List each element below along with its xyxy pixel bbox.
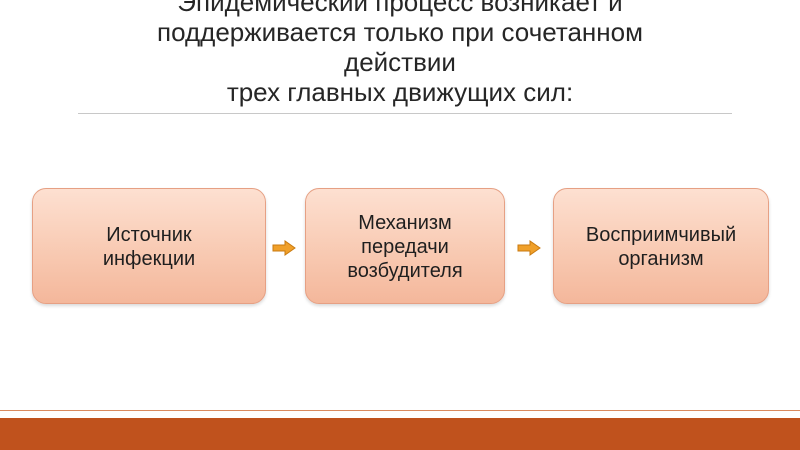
node-label: Механизм передачи возбудителя xyxy=(347,212,463,282)
title-line-1: Эпидемический процесс возникает и xyxy=(177,0,623,17)
title-line-4: трех главных движущих сил: xyxy=(226,77,574,107)
slide-title: Эпидемический процесс возникает и поддер… xyxy=(60,0,740,107)
title-divider xyxy=(78,113,732,114)
footer-bar xyxy=(0,418,800,450)
footer-line xyxy=(0,410,800,411)
node-susceptible-organism: Восприимчивый организм xyxy=(553,188,769,304)
title-line-3: действии xyxy=(344,47,456,77)
right-arrow-icon xyxy=(272,240,296,256)
node-label: Источник инфекции xyxy=(102,224,196,270)
node-transmission-mechanism: Механизм передачи возбудителя xyxy=(305,188,505,304)
node-infection-source: Источник инфекции xyxy=(32,188,266,304)
node-label: Восприимчивый организм xyxy=(585,224,737,270)
title-line-2: поддерживается только при сочетанном xyxy=(157,17,643,47)
right-arrow-icon xyxy=(517,240,541,256)
